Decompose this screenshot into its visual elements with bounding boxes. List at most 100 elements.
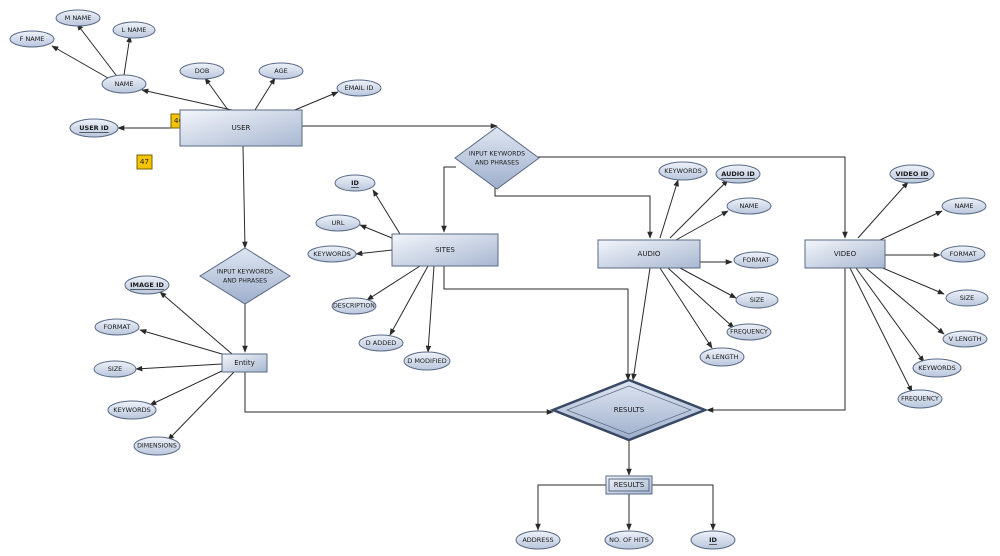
svg-text:F NAME: F NAME	[20, 35, 45, 43]
entity-audio[interactable]: AUDIO	[597, 239, 701, 269]
attribute-description[interactable]: DESCRIPTION	[331, 297, 377, 315]
edge-user-input-left	[242, 145, 248, 249]
svg-text:URL: URL	[332, 219, 345, 227]
svg-text:EMAIL ID: EMAIL ID	[345, 84, 374, 92]
attribute-name[interactable]: NAME	[101, 74, 147, 94]
svg-text:INPUT KEYWORDS: INPUT KEYWORDS	[217, 269, 273, 276]
svg-text:DESCRIPTION: DESCRIPTION	[333, 303, 375, 310]
attribute-audio-format[interactable]: FORMAT	[733, 251, 779, 269]
svg-text:FREQUENCY: FREQUENCY	[901, 396, 939, 403]
svg-text:KEYWORDS: KEYWORDS	[664, 167, 702, 175]
svg-text:DIMENSIONS: DIMENSIONS	[137, 443, 177, 450]
entity-results[interactable]: RESULTS	[605, 475, 653, 495]
svg-text:M NAME: M NAME	[65, 14, 92, 22]
edge-audio-results	[631, 267, 651, 381]
attribute-video-format[interactable]: FORMAT	[940, 245, 986, 263]
edge-name-lname	[123, 35, 132, 76]
edge-sites-dmodified	[425, 265, 435, 353]
attribute-site-id[interactable]: ID	[334, 174, 376, 192]
svg-text:INPUT KEYWORDS: INPUT KEYWORDS	[469, 151, 525, 158]
attribute-user-id[interactable]: USER ID	[69, 118, 119, 138]
edge-input-sites	[441, 166, 456, 233]
attribute-age[interactable]: AGE	[258, 62, 304, 80]
svg-text:KEYWORDS: KEYWORDS	[313, 250, 351, 258]
svg-text:Entity: Entity	[234, 359, 254, 367]
svg-text:KEYWORDS: KEYWORDS	[918, 364, 956, 372]
edge-sites-url	[359, 224, 393, 239]
edge-audio-frequency	[667, 267, 735, 329]
edge-audio-keywords	[659, 179, 679, 239]
edge-audio-alength	[659, 267, 713, 349]
edge-video-frequency	[849, 267, 913, 393]
attribute-entity-format[interactable]: FORMAT	[94, 318, 140, 336]
attribute-d-added[interactable]: D ADDED	[358, 334, 404, 352]
attribute-video-frequency[interactable]: FREQUENCY	[897, 389, 943, 409]
attribute-audio-id[interactable]: AUDIO ID	[715, 164, 761, 184]
badge-47: 47	[136, 154, 153, 170]
attribute-v-length[interactable]: V LENGTH	[942, 330, 988, 348]
attribute-d-modified[interactable]: D MODIFIED	[403, 351, 451, 371]
attribute-video-name[interactable]: NAME	[941, 197, 987, 215]
svg-text:NO. OF HITS: NO. OF HITS	[609, 536, 649, 544]
svg-text:RESULTS: RESULTS	[614, 406, 645, 414]
attribute-m-name[interactable]: M NAME	[55, 9, 101, 27]
attribute-video-size[interactable]: SIZE	[945, 289, 989, 307]
edge-name-fname	[51, 45, 109, 79]
attribute-audio-frequency[interactable]: FREQUENCY	[726, 323, 772, 341]
attribute-l-name[interactable]: L NAME	[112, 21, 156, 39]
edges	[51, 23, 945, 531]
entity-entity[interactable]: Entity	[221, 353, 268, 373]
edge-video-results	[706, 268, 846, 413]
entity-user[interactable]: USER	[179, 109, 303, 147]
attribute-address[interactable]: ADDRESS	[515, 530, 561, 550]
attribute-results-id[interactable]: ID	[690, 530, 736, 550]
attribute-video-keywords[interactable]: KEYWORDS	[912, 358, 962, 378]
svg-text:47: 47	[140, 158, 149, 166]
svg-text:L NAME: L NAME	[122, 26, 147, 34]
relationship-results[interactable]: RESULTS	[549, 378, 709, 442]
svg-text:AND PHRASES: AND PHRASES	[223, 278, 267, 285]
edge-video-id	[857, 181, 909, 239]
attribute-dob[interactable]: DOB	[179, 62, 225, 80]
svg-text:ID: ID	[709, 536, 717, 544]
edge-user-email	[289, 91, 339, 113]
edge-name-mname	[76, 23, 117, 76]
attribute-site-keywords[interactable]: KEYWORDS	[307, 245, 357, 263]
attribute-email-id[interactable]: EMAIL ID	[336, 79, 382, 97]
attribute-a-length[interactable]: A LENGTH	[699, 347, 745, 367]
attribute-audio-size[interactable]: SIZE	[735, 291, 779, 309]
attribute-audio-name[interactable]: NAME	[726, 197, 772, 215]
svg-text:DOB: DOB	[195, 67, 210, 75]
attribute-f-name[interactable]: F NAME	[9, 30, 55, 48]
edge-entity-format	[139, 329, 223, 355]
attribute-dimensions[interactable]: DIMENSIONS	[133, 436, 181, 456]
entity-video[interactable]: VIDEO	[804, 239, 886, 269]
svg-text:VIDEO ID: VIDEO ID	[896, 170, 929, 178]
attribute-entity-size[interactable]: SIZE	[93, 360, 137, 378]
entity-sites[interactable]: SITES	[391, 233, 499, 267]
svg-text:SIZE: SIZE	[750, 296, 765, 304]
edge-sites-results	[443, 266, 631, 381]
edge-input-video	[538, 156, 848, 239]
svg-text:NAME: NAME	[954, 202, 973, 210]
attribute-video-id[interactable]: VIDEO ID	[889, 164, 935, 184]
svg-text:46: 46	[174, 117, 183, 125]
svg-text:A LENGTH: A LENGTH	[706, 353, 739, 361]
svg-text:AUDIO: AUDIO	[638, 250, 661, 258]
svg-text:V LENGTH: V LENGTH	[949, 335, 982, 343]
edge-sites-dadded	[389, 265, 429, 336]
attribute-image-id[interactable]: IMAGE ID	[124, 275, 170, 295]
attribute-no-of-hits[interactable]: NO. OF HITS	[604, 530, 654, 550]
svg-text:SITES: SITES	[435, 246, 455, 254]
edge-audio-size	[679, 267, 737, 299]
relationship-input-keywords-top[interactable]: INPUT KEYWORDS AND PHRASES	[454, 126, 540, 190]
attribute-entity-keywords[interactable]: KEYWORDS	[107, 400, 157, 420]
attribute-audio-keywords[interactable]: KEYWORDS	[658, 161, 708, 181]
attribute-url[interactable]: URL	[315, 214, 361, 232]
edge-entity-dimensions	[167, 371, 235, 441]
relationship-input-keywords-left[interactable]: INPUT KEYWORDS AND PHRASES	[199, 247, 291, 305]
edge-sites-description	[366, 265, 421, 301]
svg-text:NAME: NAME	[114, 80, 133, 88]
